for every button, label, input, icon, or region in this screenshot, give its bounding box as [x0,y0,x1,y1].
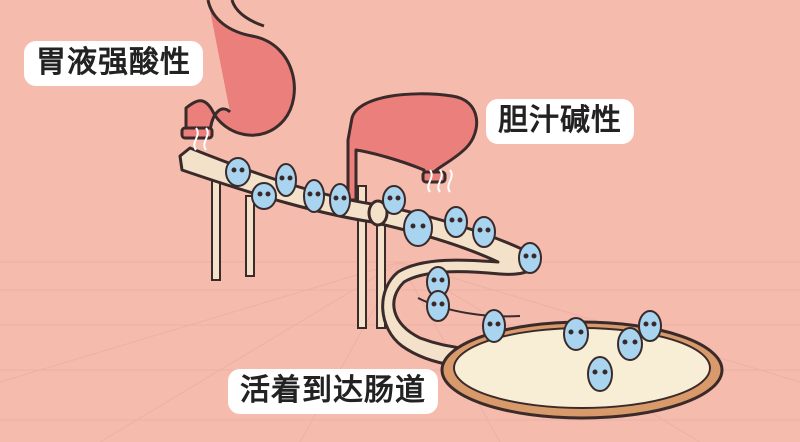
probiotic-bacterium-icon [329,183,351,217]
probiotic-bacterium-icon [587,356,613,392]
pool-icon [440,320,724,420]
probiotic-bacterium-icon [482,309,506,343]
probiotic-bacterium-icon [303,179,325,213]
probiotic-bacterium-icon [426,266,450,298]
bacteria-group [225,157,662,392]
probiotic-bacterium-icon [638,310,662,342]
gallbladder-icon [346,92,479,202]
probiotic-bacterium-icon [403,209,433,247]
reach-intestine-label: 活着到达肠道 [228,369,438,414]
slide-supports [211,175,386,329]
probiotic-bacterium-icon [444,206,468,238]
probiotic-bacterium-icon [426,290,450,322]
probiotic-bacterium-icon [563,317,589,351]
probiotic-bacterium-icon [275,163,297,197]
probiotic-bacterium-icon [225,157,251,187]
probiotic-bacterium-icon [382,185,406,215]
probiotic-bacterium-icon [518,242,542,274]
probiotic-bacterium-icon [251,182,277,210]
stomach-acid-label: 胃液强酸性 [24,41,203,86]
probiotic-bacterium-icon [472,216,496,248]
stomach-icon [180,0,296,140]
probiotic-bacterium-icon [617,327,643,361]
steam-lines [193,127,453,193]
bile-alkaline-label: 胆汁碱性 [486,99,634,144]
